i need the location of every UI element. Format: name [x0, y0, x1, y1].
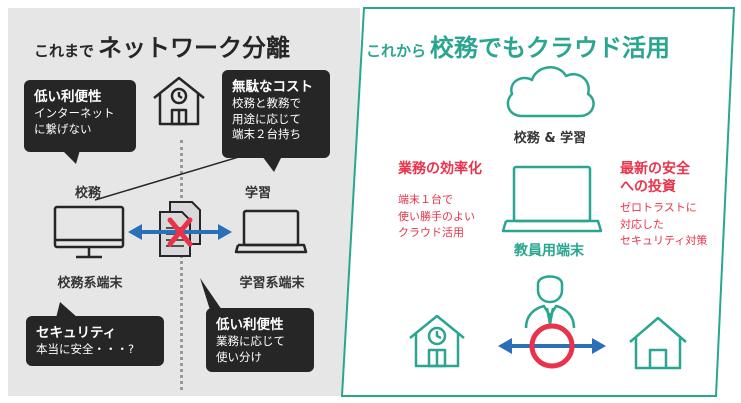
security-line: セキュリティ対策 [620, 234, 708, 247]
bubble-usage-split: 低い利便性 業務に応じて 使い分け [206, 308, 314, 372]
desktop-monitor-icon [53, 205, 125, 259]
bubble-low-convenience-line: インターネット [34, 106, 115, 121]
left-panel-title: これまでネットワーク分離 [34, 28, 290, 63]
security-heading: 最新の安全 への投資 [620, 160, 690, 196]
bubble-tail [56, 302, 78, 318]
bubble-usage-split-heading: 低い利便性 [216, 317, 284, 333]
cloud-icon [506, 66, 595, 118]
right-panel-frame [340, 7, 736, 397]
bubble-wasted-cost: 無駄なコスト 校務と教務で 用途に応じて 端末２台持ち [222, 70, 330, 158]
bubble-tail [262, 156, 282, 172]
cloud-label: 校務 & 学習 [513, 131, 587, 146]
bubble-wasted-cost-line: 用途に応じて [232, 111, 301, 126]
label-admin: 校務 [74, 186, 101, 201]
bubble-security-line: 本当に安全・・・? [36, 342, 135, 357]
label-learning: 学習 [244, 186, 271, 201]
laptop-icon [234, 209, 308, 254]
right-panel-title: これから校務でもクラウド活用 [366, 28, 670, 63]
bubble-low-convenience-heading: 低い利便性 [34, 89, 102, 105]
teacher-device-label: 教員用端末 [514, 243, 584, 259]
efficiency-line: 使い勝手のよい [398, 209, 475, 223]
school-building-icon [153, 76, 205, 126]
school-building-icon [409, 314, 465, 368]
security-text: ゼロトラストに 対応した セキュリティ対策 [620, 200, 707, 250]
efficiency-line: クラウド活用 [398, 226, 464, 239]
security-line: ゼロトラストに [620, 201, 697, 214]
dotted-divider [180, 140, 183, 390]
right-title-small: これから [366, 42, 427, 60]
bubble-security-heading: セキュリティ [36, 325, 117, 341]
bubble-tail [200, 278, 222, 310]
bubble-wasted-cost-line: 校務と教務で [232, 96, 301, 111]
left-title-big: ネットワーク分離 [98, 34, 291, 62]
bubble-wasted-cost-line: 端末２台持ち [232, 127, 301, 142]
efficiency-line: 端末１台で [398, 193, 453, 206]
bubble-low-convenience: 低い利便性 インターネット に繋げない [24, 80, 136, 152]
label-admin-terminal: 校務系端末 [57, 276, 123, 291]
security-heading-line: への投資 [620, 179, 676, 196]
bubble-usage-split-line: 業務に応じて [216, 334, 285, 349]
security-heading-line: 最新の安全 [620, 161, 690, 177]
label-learning-terminal: 学習系端末 [239, 276, 305, 291]
bubble-low-convenience-line: に繋げない [34, 121, 92, 136]
bubble-security: セキュリティ 本当に安全・・・? [26, 316, 164, 366]
teacher-laptop-icon [501, 165, 603, 233]
security-line: 対応した [620, 217, 664, 231]
blocked-transfer-icon [128, 201, 232, 257]
efficiency-heading: 業務の効率化 [398, 161, 482, 177]
left-title-small: これまで [34, 42, 95, 60]
right-title-big: 校務でもクラウド活用 [430, 34, 671, 62]
efficiency-text: 端末１台で 使い勝手のよい クラウド活用 [398, 192, 475, 242]
home-school-connection-arrow [498, 323, 606, 369]
bubble-tail [62, 150, 80, 164]
bubble-wasted-cost-heading: 無駄なコスト [232, 79, 313, 95]
bubble-usage-split-line: 使い分け [216, 349, 262, 364]
home-icon [629, 316, 687, 370]
